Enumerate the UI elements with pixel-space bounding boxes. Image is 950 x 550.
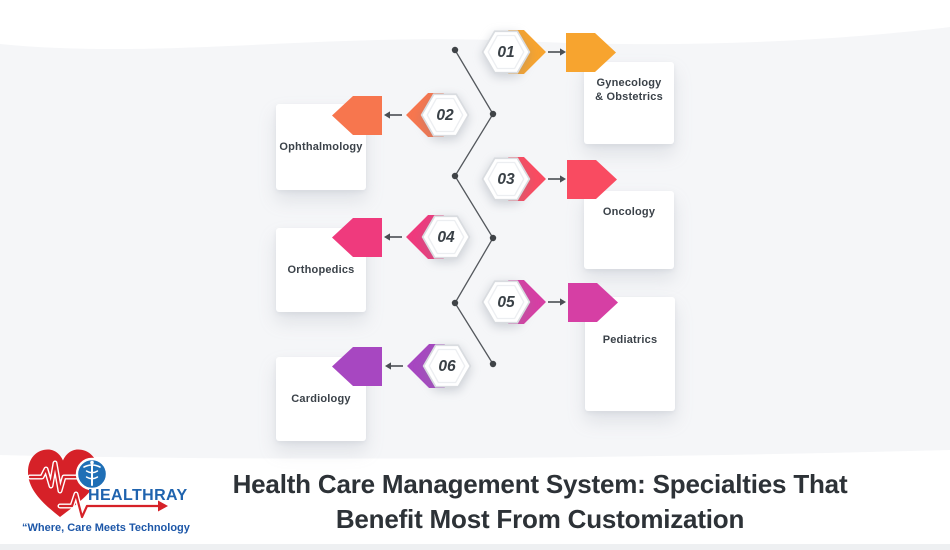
caduceus-icon xyxy=(83,460,101,486)
healthray-logo: HEALTHRAY “Where, Care Meets Technology” xyxy=(22,449,190,534)
step-04-label: Orthopedics xyxy=(287,264,355,276)
step-01-label-line1: Gynecology xyxy=(596,77,662,89)
step-01-number: 01 xyxy=(497,44,514,61)
step-03-label: Oncology xyxy=(602,206,656,218)
page-title-line2: Benefit Most From Customization xyxy=(335,504,745,534)
page-title: Health Care Management System: Specialti… xyxy=(140,467,940,537)
step-06-label: Cardiology xyxy=(291,393,351,405)
brand-name: HEALTHRAY xyxy=(88,487,188,504)
step-01-card: Gynecology & Obstetrics xyxy=(584,62,674,144)
step-01-right-arrow-icon xyxy=(548,48,566,56)
step-02-label: Ophthalmology xyxy=(279,141,363,153)
step-06-hexagon: 06 xyxy=(422,344,472,388)
step-04-hexagon: 04 xyxy=(421,215,471,259)
step-06-left-arrow-icon xyxy=(385,362,403,370)
step-04-left-arrow-icon xyxy=(384,233,402,241)
step-03-card: Oncology xyxy=(584,191,674,269)
arrow-underline-head-icon xyxy=(158,500,168,512)
step-02-number: 02 xyxy=(436,107,454,124)
step-01-hexagon: 01 xyxy=(481,30,531,74)
step-05-number: 05 xyxy=(497,294,515,311)
step-03-hexagon: 03 xyxy=(481,157,531,201)
step-04-number: 04 xyxy=(437,229,455,246)
step-02-hexagon: 02 xyxy=(420,93,470,137)
page-title-line1: Health Care Management System: Specialti… xyxy=(232,469,848,499)
step-05-right-arrow-icon xyxy=(548,298,566,306)
step-06-number: 06 xyxy=(438,358,456,375)
step-01-label-line2: & Obstetrics xyxy=(595,91,663,103)
brand-tagline: “Where, Care Meets Technology” xyxy=(22,522,190,534)
step-05-label: Pediatrics xyxy=(602,334,658,346)
step-02-left-arrow-icon xyxy=(384,111,402,119)
step-03-number: 03 xyxy=(497,171,515,188)
ekg-line-icon xyxy=(28,461,79,493)
step-05-hexagon: 05 xyxy=(481,280,531,324)
arrow-underline-icon xyxy=(58,492,161,519)
step-03-right-arrow-icon xyxy=(548,175,566,183)
